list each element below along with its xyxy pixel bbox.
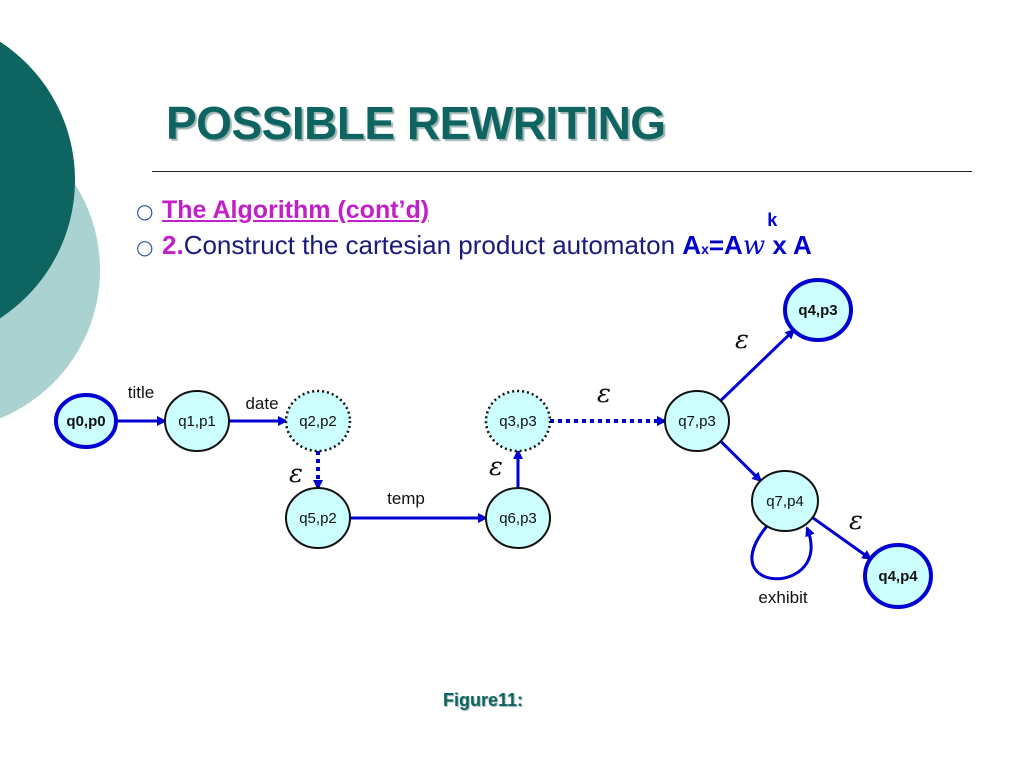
state-label-q4p3: q4,p3 [798, 302, 837, 319]
state-label-q6p3: q6,p3 [499, 510, 537, 527]
state-q6p3 [485, 487, 551, 549]
edge-label-q5p2-q6p3: temp [387, 489, 425, 508]
state-q2p2 [284, 389, 352, 453]
state-q4p4 [863, 543, 933, 609]
superscript-k: k [767, 210, 778, 230]
step-text: Construct the cartesian product automato… [183, 230, 683, 260]
edge-label-q0p0-q1p1: title [128, 383, 154, 402]
edge-q7p3-q4p3 [719, 328, 796, 402]
state-q4p3 [783, 278, 853, 342]
edge-q7p4-q4p4 [811, 516, 873, 561]
state-label-q7p4: q7,p4 [766, 493, 804, 510]
state-label-q5p2: q5,p2 [299, 510, 337, 527]
edge-q7p4-loop [750, 525, 815, 581]
state-label-q7p3: q7,p3 [678, 413, 716, 430]
figure-caption: Figure11: [443, 690, 524, 710]
state-label-q0p0: q0,p0 [66, 413, 105, 430]
w-symbol: w [742, 231, 766, 261]
state-label-q4p4: q4,p4 [878, 568, 918, 585]
edge-q7p3-q7p4 [719, 440, 763, 483]
slide-title: POSSIBLE REWRITING [166, 97, 666, 149]
edge-label-q1p1-q2p2: date [245, 394, 278, 413]
title-divider [152, 171, 972, 172]
edge-label-q3p3-q7p3: ε [597, 379, 611, 409]
edge-label-q7p3-q4p3: ε [735, 325, 749, 355]
state-q7p3 [664, 390, 730, 452]
edge-label-q7p4-q4p4: ε [849, 506, 863, 536]
bullet-circle-icon: ○ [136, 199, 154, 223]
state-label-q3p3: q3,p3 [499, 413, 537, 430]
state-q3p3 [484, 389, 552, 453]
bullet-algorithm: ○ The Algorithm (cont’d) [136, 194, 429, 225]
state-label-q1p1: q1,p1 [178, 413, 216, 430]
edge-label-q6p3-q3p3: ε [489, 452, 503, 482]
dark-teal-circle [0, 41, 75, 319]
bullet-circle-icon: ○ [136, 235, 154, 259]
edge-label-q7p4-q7p4: exhibit [758, 588, 807, 607]
state-q0p0 [54, 393, 118, 449]
edge-label-q2p2-q5p2: ε [289, 459, 303, 489]
state-q5p2 [285, 487, 351, 549]
bullet-construct: ○ 2.Construct the cartesian product autom… [136, 210, 812, 261]
algorithm-heading: The Algorithm (cont’d) [162, 196, 430, 224]
state-q1p1 [164, 390, 230, 452]
state-q7p4 [751, 470, 819, 532]
state-label-q2p2: q2,p2 [299, 413, 337, 430]
step-number: 2. [162, 230, 184, 260]
